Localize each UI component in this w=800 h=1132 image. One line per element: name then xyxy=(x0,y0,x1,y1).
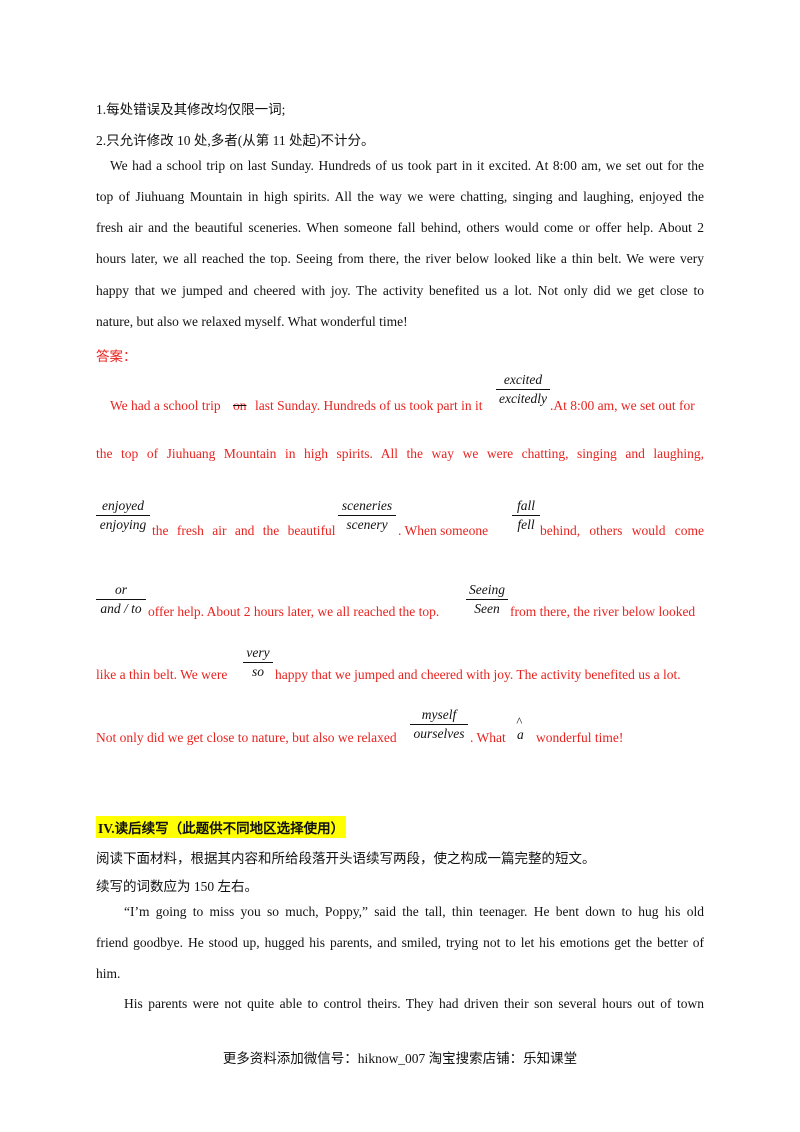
answer-text: happy that we jumped and cheered with jo… xyxy=(275,667,681,682)
page-footer: 更多资料添加微信号：hiknow_007 淘宝搜索店铺：乐知课堂 xyxy=(222,1051,578,1066)
correction-fix: ourselves xyxy=(413,726,465,741)
correction-fix: excitedly xyxy=(499,391,547,406)
correction-fix: scenery xyxy=(346,517,388,532)
correction-enjoyed: enjoyed enjoying xyxy=(96,498,150,533)
correction-original: myself xyxy=(410,707,468,725)
correction-original: very xyxy=(243,645,273,663)
passage-line-6: nature, but also we relaxed myself. What… xyxy=(96,314,408,329)
passage-line-3: fresh air and the beautiful sceneries. W… xyxy=(96,220,704,235)
answer-label: 答案： xyxy=(96,349,137,364)
answer-text: . What xyxy=(470,730,506,745)
inserted-word: a xyxy=(517,727,524,742)
answer-text: wonderful time! xyxy=(536,730,624,745)
correction-fall: fall fell xyxy=(512,498,540,533)
answer-text: . When someone xyxy=(398,523,489,538)
correction-fix: fell xyxy=(517,517,535,532)
correction-original: Seeing xyxy=(466,582,508,600)
correction-very: very so xyxy=(243,645,273,680)
answer-text: like a thin belt. We were xyxy=(96,667,228,682)
story-line-4: His parents were not quite able to contr… xyxy=(124,996,704,1011)
rule-1: 1.每处错误及其修改均仅限一词; xyxy=(96,102,286,117)
correction-fix: and / to xyxy=(100,601,142,616)
story-line-3: him. xyxy=(96,966,121,981)
correction-original: fall xyxy=(512,498,540,516)
story-line-1: “I’m going to miss you so much, Poppy,” … xyxy=(124,904,704,919)
section-heading: IV.读后续写（此题供不同地区选择使用） xyxy=(96,816,347,838)
correction-seeing: Seeing Seen xyxy=(466,582,508,617)
correction-original: enjoyed xyxy=(96,498,150,516)
story-line-2: friend goodbye. He stood up, hugged his … xyxy=(96,935,704,950)
insert-caret-icon: ^ xyxy=(516,714,522,729)
answer-text: from there, the river below looked xyxy=(510,604,696,619)
correction-sceneries: sceneries scenery xyxy=(338,498,396,533)
passage-line-1: We had a school trip on last Sunday. Hun… xyxy=(110,158,704,173)
passage-line-2: top of Jiuhuang Mountain in high spirits… xyxy=(96,189,704,204)
answer-text: the fresh air and the beautiful xyxy=(152,523,336,538)
correction-fix: so xyxy=(251,664,264,679)
correction-fix: enjoying xyxy=(99,517,147,532)
instruction-1: 阅读下面材料，根据其内容和所给段落开头语续写两段，使之构成一篇完整的短文。 xyxy=(96,851,596,866)
deleted-word: on xyxy=(233,398,247,413)
answer-text: Not only did we get close to nature, but… xyxy=(96,730,397,745)
correction-original: or xyxy=(96,582,146,600)
correction-or: or and / to xyxy=(96,582,146,617)
answer-text: last Sunday. Hundreds of us took part in… xyxy=(255,398,483,413)
correction-original: sceneries xyxy=(338,498,396,516)
correction-original: excited xyxy=(496,372,550,390)
correction-excited: excited excitedly xyxy=(496,372,550,407)
answer-text: the top of Jiuhuang Mountain in high spi… xyxy=(96,446,704,461)
correction-myself: myself ourselves xyxy=(410,707,468,742)
answer-text: offer help. About 2 hours later, we all … xyxy=(148,604,440,619)
rule-2: 2.只允许修改 10 处,多者(从第 11 处起)不计分。 xyxy=(96,133,375,148)
instruction-2: 续写的词数应为 150 左右。 xyxy=(96,879,258,894)
answer-text: .At 8:00 am, we set out for xyxy=(550,398,695,413)
passage-line-4: hours later, we all reached the top. See… xyxy=(96,251,704,266)
passage-line-5: happy that we jumped and cheered with jo… xyxy=(96,283,704,298)
correction-fix: Seen xyxy=(474,601,500,616)
answer-text: behind, others would come xyxy=(540,523,704,538)
answer-text: We had a school trip xyxy=(110,398,221,413)
